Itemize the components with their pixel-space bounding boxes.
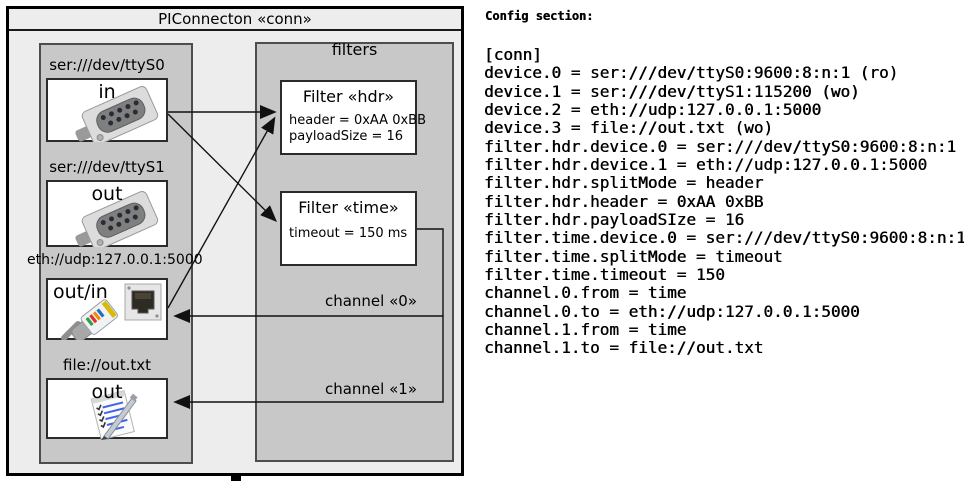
diagram-title: PIConnecton «conn» — [158, 10, 312, 28]
filter-time-title: Filter «time» — [298, 198, 399, 217]
device-label-ttys0: ser:///dev/ttyS0 — [49, 56, 165, 74]
device-label-ttys1: ser:///dev/ttyS1 — [49, 158, 165, 176]
filter-time-box: Filter «time» timeout = 150 ms — [280, 191, 417, 266]
device-box-file: out — [46, 378, 168, 440]
filters-panel-label: filters — [331, 40, 378, 59]
device-mode-ttys1: out — [91, 183, 123, 205]
config-section-heading: Config section: — [485, 9, 594, 23]
filter-hdr-title: Filter «hdr» — [302, 87, 395, 106]
filter-hdr-params: header = 0xAA 0xBB payloadSize = 16 — [289, 113, 427, 144]
notepad-pencil-icon — [90, 390, 138, 440]
ethernet-plug-icon — [61, 299, 119, 340]
filter-time-params: timeout = 150 ms — [289, 226, 408, 241]
title-separator — [9, 29, 461, 31]
device-box-ttys0: in — [46, 78, 168, 142]
channel-0-label: channel «0» — [324, 292, 417, 310]
device-box-eth: out/in — [46, 278, 168, 340]
channel-1-label: channel «1» — [324, 380, 417, 398]
config-section-body: [conn] device.0 = ser:///dev/ttyS0:9600:… — [484, 45, 964, 358]
filter-hdr-box: Filter «hdr» header = 0xAA 0xBB payloadS… — [280, 80, 426, 155]
db9-serial-connector-icon — [75, 86, 159, 142]
ethernet-jack-icon — [124, 283, 162, 321]
device-box-ttys1: out — [46, 180, 168, 247]
db9-serial-connector-icon — [75, 191, 159, 247]
device-mode-ttys0: in — [98, 81, 116, 103]
device-label-file: file://out.txt — [63, 356, 151, 374]
device-label-eth: eth://udp:127.0.0.1:5000 — [27, 252, 203, 268]
bottom-tick-mark — [231, 475, 241, 481]
device-mode-eth: out/in — [53, 281, 108, 303]
device-mode-file: out — [91, 381, 123, 403]
